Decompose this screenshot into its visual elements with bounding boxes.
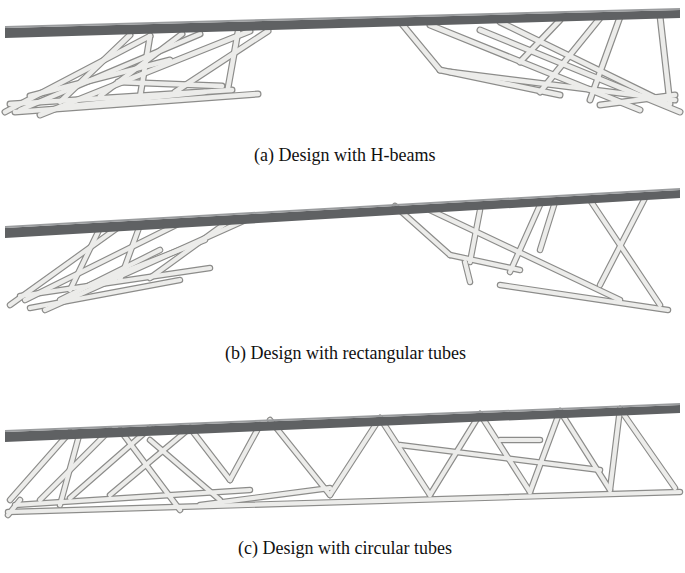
design-c-truss <box>5 403 680 515</box>
design-b-truss <box>5 188 680 310</box>
design-a-truss <box>5 8 680 115</box>
subfigure-caption: (a) Design with H-beams <box>254 144 435 166</box>
subfigure-caption: (b) Design with rectangular tubes <box>225 342 466 364</box>
subfigure-caption: (c) Design with circular tubes <box>238 537 452 559</box>
